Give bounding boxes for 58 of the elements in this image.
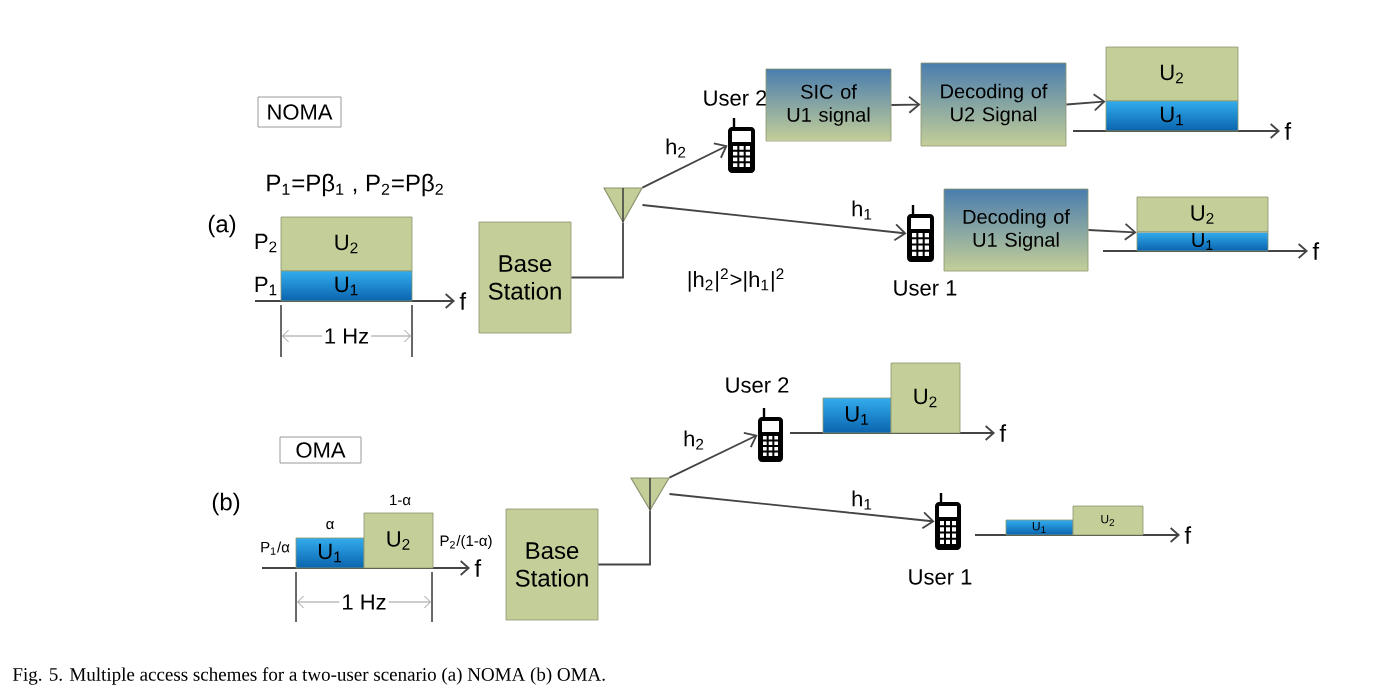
connector-line: [597, 509, 651, 566]
scheme-label: NOMA: [257, 96, 342, 128]
power-block: U$_{1}$: [822, 397, 892, 434]
axis-label: f: [1312, 242, 1320, 260]
arrow: [1087, 222, 1137, 241]
processing-box: Decoding of U2 Signal: [920, 62, 1067, 147]
power-block: U$_{1}$: [1105, 100, 1239, 132]
power-block: U$_{2}$: [280, 216, 413, 272]
arrow: [641, 142, 728, 189]
power-block: U$_{2}$: [1105, 46, 1239, 102]
power-label: P$_{1}$: [255, 276, 277, 296]
phone-icon: [907, 205, 934, 262]
processing-box: SIC of U1 signal: [765, 68, 892, 142]
power-block: U$_{2}$: [890, 362, 961, 434]
formula-text: P$_{1}$=Pβ$_{1}$ , P$_{2}$=Pβ$_{2}$: [267, 173, 443, 197]
power-block: U$_{2}$: [1072, 505, 1144, 536]
connector-line: [570, 221, 624, 279]
arrow: [1065, 93, 1106, 112]
phone-icon: [728, 118, 755, 173]
power-block: U$_{1}$: [280, 270, 413, 302]
share-label: 1-α: [390, 494, 411, 506]
phone-icon: [758, 408, 783, 462]
edge-label: h$_{1}$: [849, 488, 875, 512]
edge-label: h$_{2}$: [681, 428, 707, 452]
caption: Fig. 5. Multiple access schemes for a two-user scenario (a) NOMA (b) OMA.: [12, 667, 605, 685]
power-block: U$_{1}$: [1005, 519, 1074, 536]
edge-label: h$_{1}$: [849, 198, 875, 222]
power-label: P$_{2}$: [255, 233, 277, 253]
user-label: User 2: [704, 90, 767, 106]
dimension-label: 1 Hz: [339, 592, 389, 612]
axis-label: f: [474, 559, 482, 577]
power-label: P$_{2}$/(1-α): [440, 535, 492, 549]
arrow: [668, 493, 935, 530]
processing-box: Decoding of U1 Signal: [943, 188, 1089, 272]
dimension-label: 1 Hz: [321, 326, 372, 346]
power-block: U$_{1}$: [295, 537, 365, 569]
base-station-box: Base Station: [478, 221, 572, 334]
axis-label: f: [459, 292, 467, 310]
arrow: [668, 431, 758, 479]
arrow: [890, 95, 921, 114]
phone-icon: [935, 493, 961, 550]
axis-label: f: [1284, 122, 1292, 140]
channel-condition: |h$_{2}$|$^{2}$>|h$_{1}$|$^{2}$: [688, 268, 784, 292]
scheme-label: OMA: [279, 436, 362, 464]
power-block: U$_{2}$: [363, 512, 434, 569]
axis-label: f: [999, 424, 1007, 442]
user-label: User 1: [909, 569, 972, 585]
base-station-box: Base Station: [505, 508, 599, 621]
share-label: α: [326, 520, 334, 530]
user-label: User 1: [894, 280, 957, 296]
edge-label: h$_{2}$: [663, 136, 689, 160]
label: (a): [208, 214, 236, 238]
power-block: U$_{1}$: [1136, 231, 1269, 252]
axis-label: f: [1184, 526, 1192, 544]
power-block: U$_{2}$: [1136, 196, 1269, 233]
user-label: User 2: [726, 377, 789, 393]
arrow: [641, 204, 907, 242]
label: (b): [212, 492, 240, 516]
